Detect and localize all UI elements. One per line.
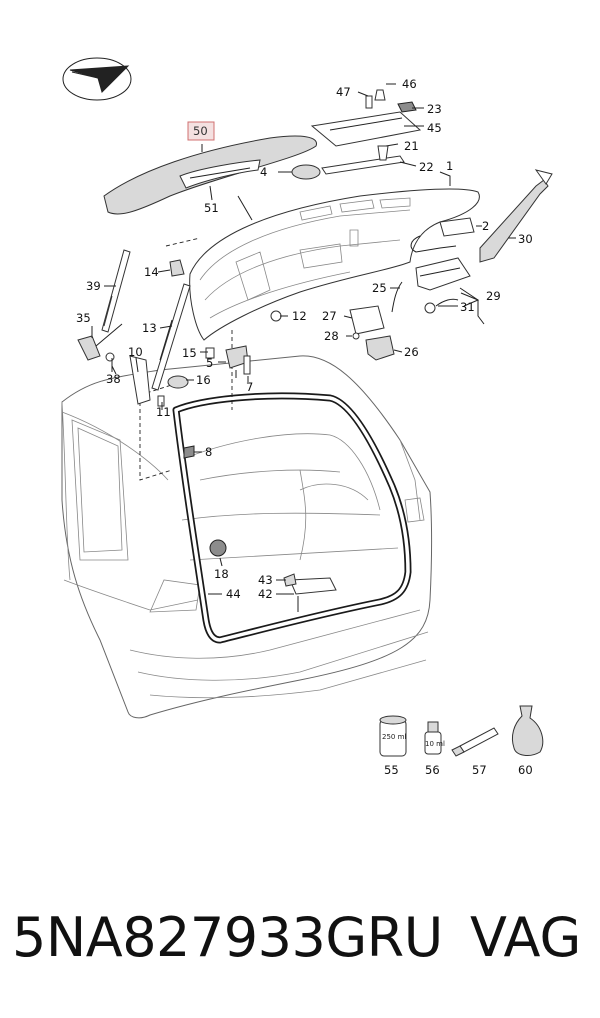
callout-45: 45 — [427, 121, 442, 135]
part-number: 5NA827933GRU — [12, 906, 443, 969]
callout-57: 57 — [472, 763, 487, 777]
callout-50: 50 — [193, 124, 208, 138]
callout-16: 16 — [196, 373, 211, 387]
callout-46: 46 — [402, 77, 417, 91]
callout-14: 14 — [144, 265, 159, 279]
trim-parts — [291, 89, 422, 180]
bottle-55-icon: 250 ml — [379, 715, 407, 757]
callout-28: 28 — [324, 329, 339, 343]
latch-and-actuator-parts — [349, 169, 553, 361]
callout-23: 23 — [427, 102, 442, 116]
callout-43: 43 — [258, 573, 273, 587]
callout-22: 22 — [419, 160, 434, 174]
callout-55: 55 — [384, 763, 399, 777]
callout-29: 29 — [486, 289, 501, 303]
callout-11: 11 — [156, 405, 171, 419]
callout-13: 13 — [142, 321, 157, 335]
callout-1: 1 — [446, 159, 453, 173]
highlight-box — [187, 121, 215, 141]
tube-57-icon — [451, 727, 499, 757]
callout-44: 44 — [226, 587, 241, 601]
leader-lines — [91, 83, 516, 595]
callout-21: 21 — [404, 139, 419, 153]
callout-10: 10 — [128, 345, 143, 359]
callout-51: 51 — [204, 201, 219, 215]
callout-35: 35 — [76, 311, 91, 325]
callout-47: 47 — [336, 85, 351, 99]
vehicle-body — [61, 237, 432, 719]
callout-38: 38 — [106, 372, 121, 386]
callout-7: 7 — [246, 380, 253, 394]
direction-arrow-icon — [62, 57, 132, 101]
callout-30: 30 — [518, 232, 533, 246]
callout-2: 2 — [482, 219, 489, 233]
tailgate — [189, 188, 480, 341]
callout-labels: 46 47 23 45 50 21 1 22 4 51 2 30 14 39 2… — [76, 77, 533, 777]
callout-26: 26 — [404, 345, 419, 359]
exploded-parts-diagram: 250 ml 10 ml 46 47 23 45 50 21 1 22 4 51… — [61, 57, 553, 777]
bottle-56-label: 10 ml — [425, 740, 445, 748]
callout-15: 15 — [182, 346, 197, 360]
roof-spoiler — [103, 135, 317, 215]
callout-4: 4 — [260, 165, 267, 179]
callout-56: 56 — [425, 763, 440, 777]
callout-12: 12 — [292, 309, 307, 323]
struts-and-hinges — [77, 249, 337, 612]
callout-27: 27 — [322, 309, 337, 323]
consumables: 250 ml 10 ml — [379, 705, 544, 757]
brand-label: VAG — [470, 906, 582, 969]
callout-31: 31 — [460, 300, 475, 314]
callout-8: 8 — [205, 445, 212, 459]
bag-60-icon — [511, 705, 544, 756]
caption: 5NA827933GRU VAG — [0, 898, 600, 978]
callout-5: 5 — [206, 356, 213, 370]
bottle-56-icon: 10 ml — [424, 721, 445, 755]
callout-18: 18 — [214, 567, 229, 581]
bottle-55-label: 250 ml — [382, 733, 406, 741]
callout-25: 25 — [372, 281, 387, 295]
callout-39: 39 — [86, 279, 101, 293]
callout-60: 60 — [518, 763, 533, 777]
callout-42: 42 — [258, 587, 273, 601]
